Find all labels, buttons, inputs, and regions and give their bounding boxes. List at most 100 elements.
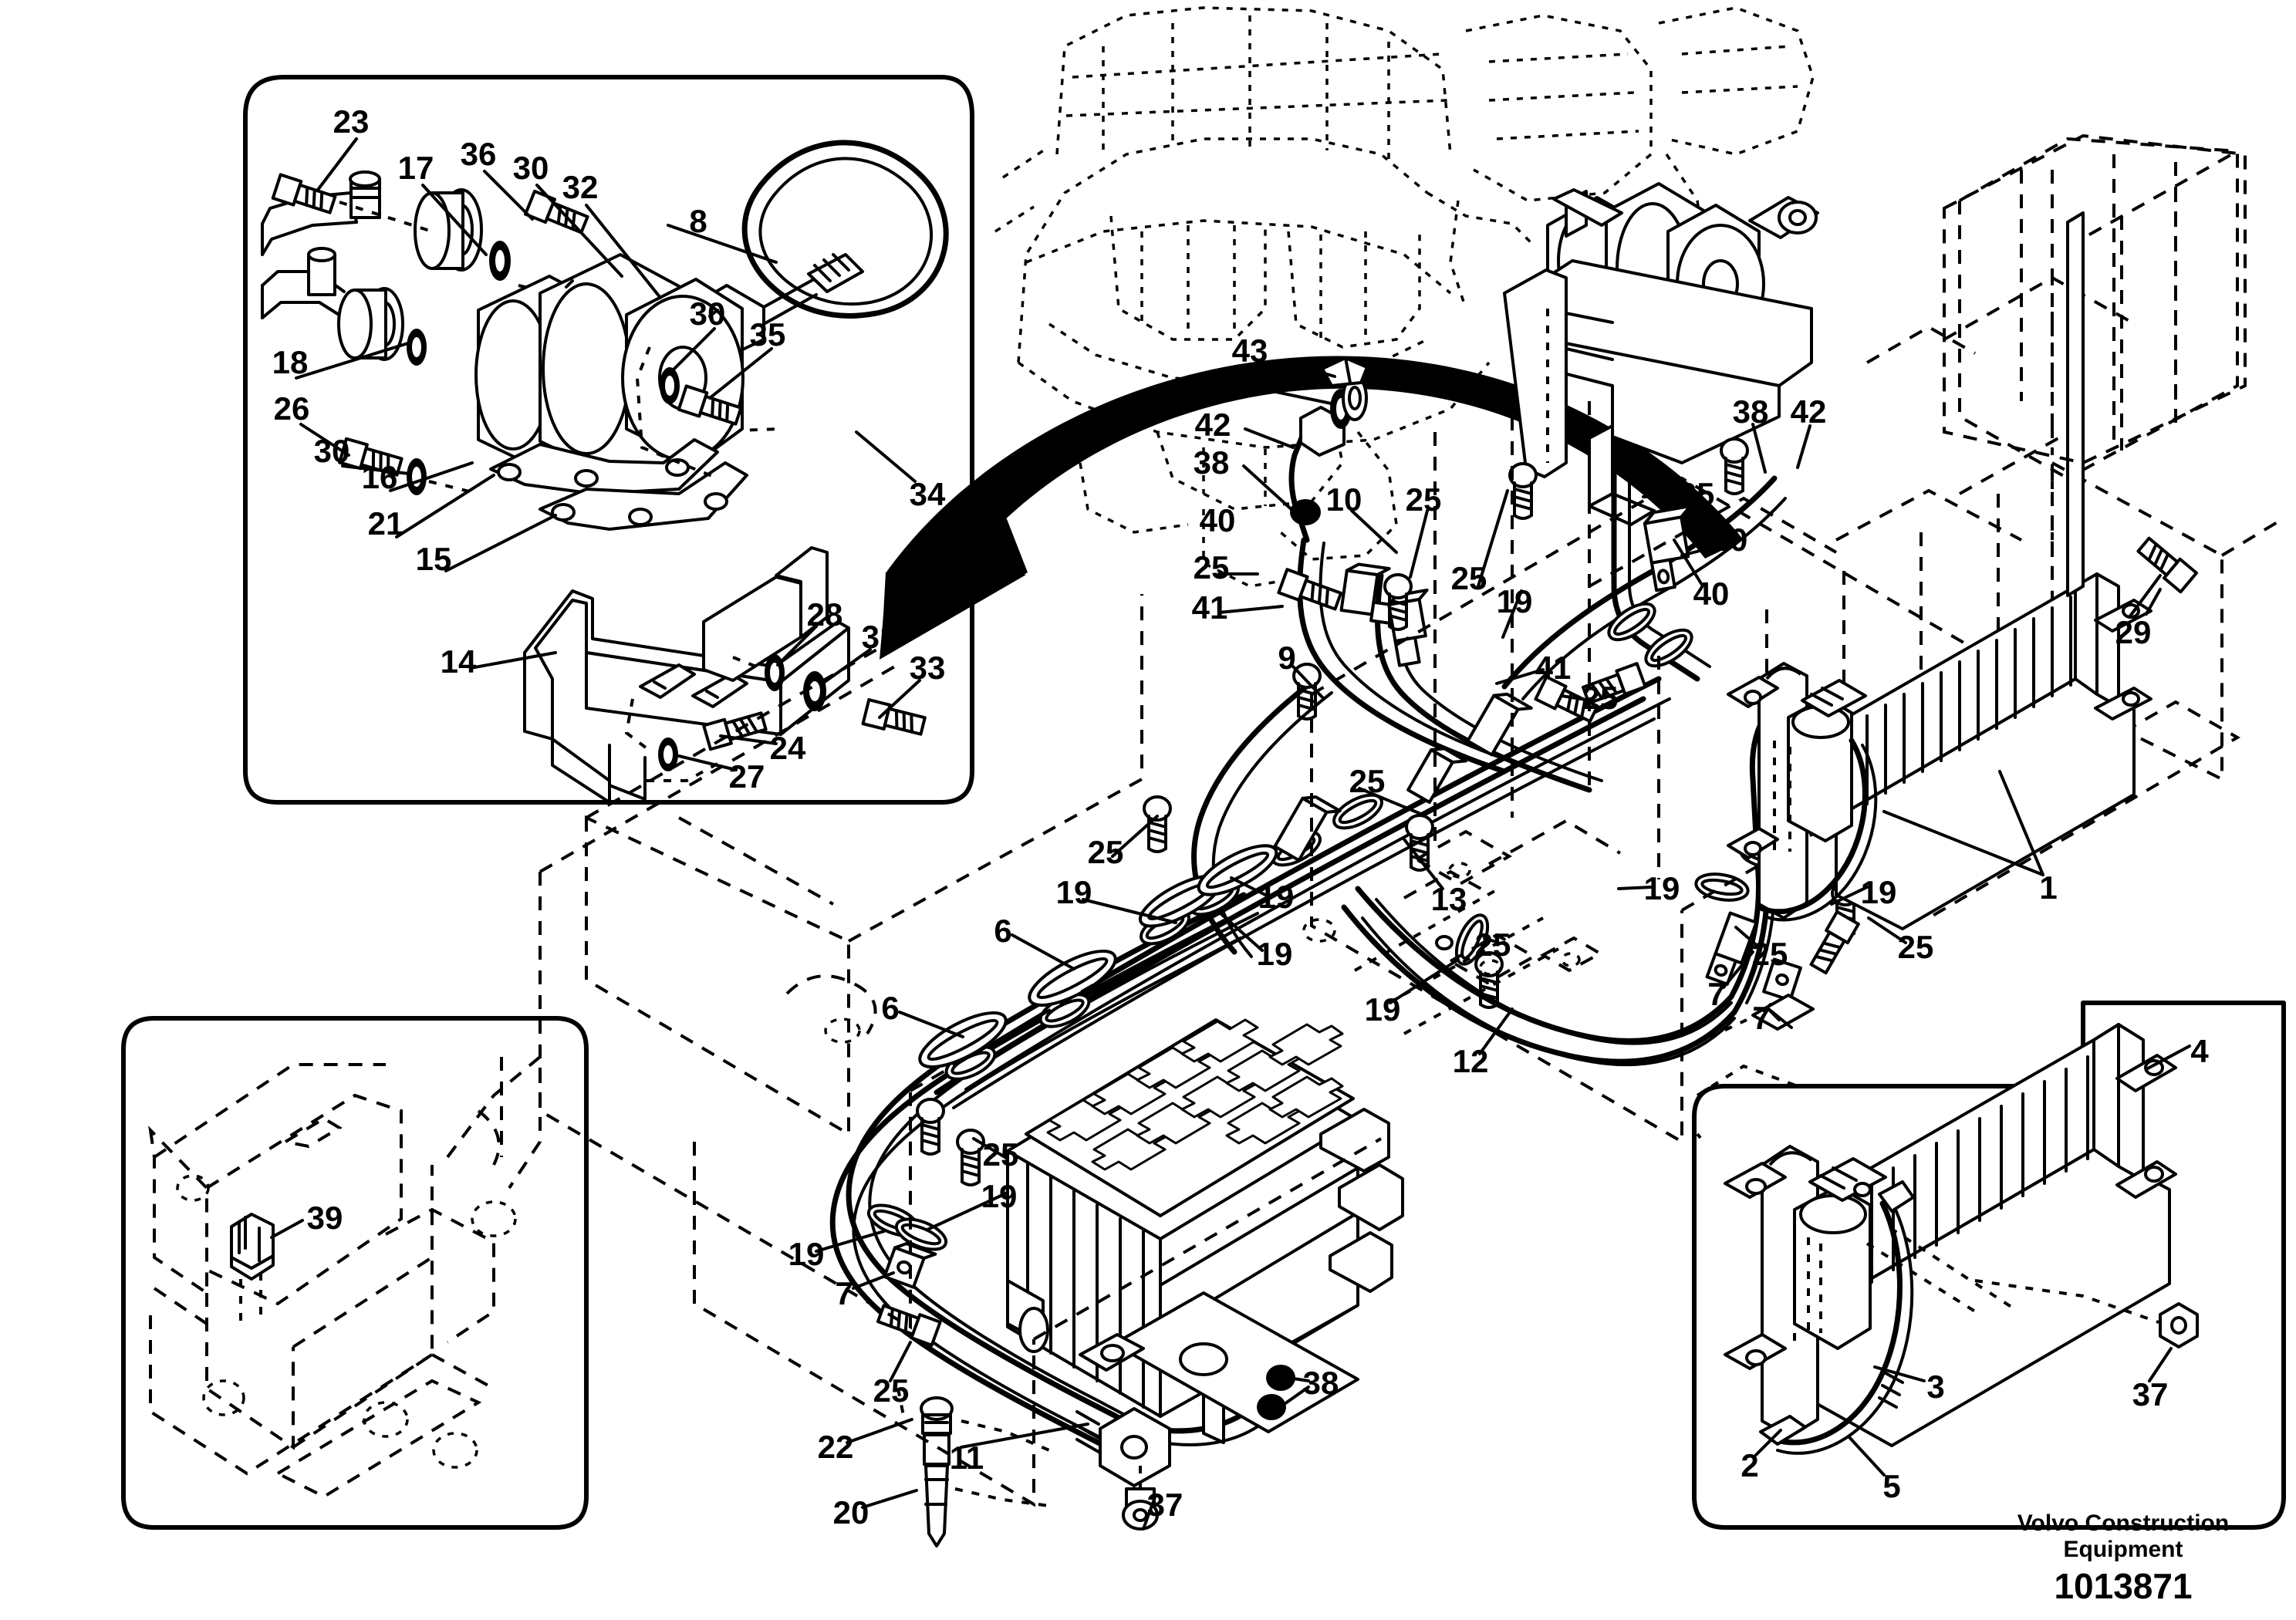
evaporator-connections (896, 1365, 1295, 1547)
callout-42: 42 (1194, 407, 1231, 443)
callout-40: 40 (1199, 502, 1236, 538)
drawing-number: 1013871 (2054, 1566, 2193, 1606)
callout-20: 20 (832, 1494, 869, 1531)
compressor-hose-fittings (261, 170, 511, 366)
clamp-blocks (883, 504, 1802, 1289)
callout-10: 10 (1325, 481, 1362, 518)
callout-27: 27 (728, 758, 765, 795)
callout-15: 15 (415, 541, 452, 577)
callout-25: 25 (1474, 926, 1511, 963)
callout-37: 37 (2132, 1376, 2169, 1412)
relay-inset-panel (121, 1016, 589, 1530)
callout-leaders (295, 137, 2191, 1531)
callout-29: 29 (2115, 614, 2152, 650)
callout-30: 30 (512, 150, 549, 186)
base-bracket-14 (523, 546, 850, 804)
orientation-arrow (880, 356, 1744, 660)
callout-14: 14 (440, 643, 477, 680)
callout-25: 25 (1751, 936, 1788, 972)
callout-19: 19 (1643, 870, 1680, 906)
callout-2: 2 (1741, 1447, 1759, 1483)
callout-25: 25 (873, 1372, 910, 1409)
callout-40: 40 (1693, 575, 1730, 612)
callout-21: 21 (367, 505, 404, 542)
callout-5: 5 (1882, 1468, 1901, 1504)
callout-42: 42 (1790, 393, 1827, 430)
bundle-clamps-6 (918, 844, 1278, 1068)
callout-32: 32 (562, 169, 599, 205)
callout-19: 19 (1055, 874, 1092, 910)
condenser-inset-panel (1692, 994, 2286, 1530)
callout-19: 19 (1860, 874, 1897, 910)
callout-1: 1 (2039, 869, 2058, 906)
callout-23: 23 (333, 103, 370, 140)
callout-9: 9 (1278, 640, 1296, 676)
callout-38: 38 (1732, 393, 1769, 430)
nut-37-inset (1974, 1279, 2199, 1348)
callout-38: 38 (1302, 1365, 1339, 1401)
evaporator-unit (1006, 886, 1559, 1477)
callout-22: 22 (817, 1429, 854, 1465)
callout-19: 19 (1496, 583, 1533, 619)
bolt-35-stack (635, 346, 744, 480)
callout-39: 39 (306, 1200, 343, 1236)
callout-33: 33 (909, 650, 946, 686)
callout-41: 41 (1535, 650, 1572, 686)
callout-25: 25 (1405, 481, 1442, 518)
callout-6: 6 (994, 913, 1012, 949)
callout-30: 30 (689, 295, 726, 332)
callout-10: 10 (1711, 521, 1748, 558)
callout-11: 11 (949, 1439, 984, 1476)
callout-19: 19 (1258, 879, 1295, 915)
callout-31: 31 (861, 619, 898, 655)
belt-34 (741, 140, 949, 319)
callout-25: 25 (1897, 929, 1934, 965)
callout-16: 16 (361, 459, 398, 495)
engine-elbow-hose-42 (1242, 356, 1369, 543)
callout-30: 30 (313, 433, 350, 469)
callout-17: 17 (397, 150, 434, 186)
callout-6: 6 (881, 990, 900, 1026)
callout-7: 7 (835, 1275, 853, 1311)
receiver-drier-main (1727, 662, 1878, 922)
callout-8: 8 (689, 203, 707, 239)
callout-34: 34 (909, 476, 946, 512)
callout-7: 7 (1707, 976, 1726, 1012)
callout-36: 36 (460, 136, 497, 172)
callout-13: 13 (1430, 881, 1467, 917)
callout-25: 25 (1678, 476, 1715, 512)
relay-inset-ghost (148, 1053, 542, 1499)
callout-18: 18 (272, 344, 309, 380)
callout-26: 26 (273, 390, 310, 427)
callout-24: 24 (769, 730, 806, 766)
callout-25: 25 (982, 1136, 1019, 1173)
callout-25: 25 (1193, 549, 1230, 586)
sheet-footer: Volvo Construction Equipment 1013871 (1969, 1510, 2277, 1606)
callout-28: 28 (806, 596, 843, 633)
callout-35: 35 (749, 316, 786, 353)
condenser-inset (1813, 1023, 2177, 1447)
engine-mounted-compressor (1503, 182, 1819, 682)
callout-41: 41 (1191, 589, 1228, 626)
callout-43: 43 (1231, 332, 1268, 369)
callout-19: 19 (1256, 936, 1293, 972)
callout-38: 38 (1193, 444, 1230, 481)
callout-7: 7 (1752, 1000, 1771, 1036)
callout-25: 25 (1450, 560, 1487, 596)
callout-37: 37 (1146, 1487, 1183, 1523)
callout-19: 19 (981, 1178, 1018, 1214)
callout-19: 19 (1364, 991, 1401, 1028)
compressor-inset-panel (243, 75, 974, 805)
bolt-24-stack (624, 698, 769, 771)
condenser-frame-ghost (1943, 133, 2247, 465)
bolt-33-stack (732, 654, 928, 740)
brand-line-2: Equipment (2063, 1537, 2183, 1562)
callout-4: 4 (2190, 1033, 2209, 1069)
callout-44: 44 (1216, 365, 1253, 401)
callout-25: 25 (1582, 680, 1619, 716)
compressor-body (474, 253, 748, 531)
callout-25: 25 (1087, 834, 1124, 870)
brand-line-1: Volvo Construction (2017, 1510, 2230, 1536)
